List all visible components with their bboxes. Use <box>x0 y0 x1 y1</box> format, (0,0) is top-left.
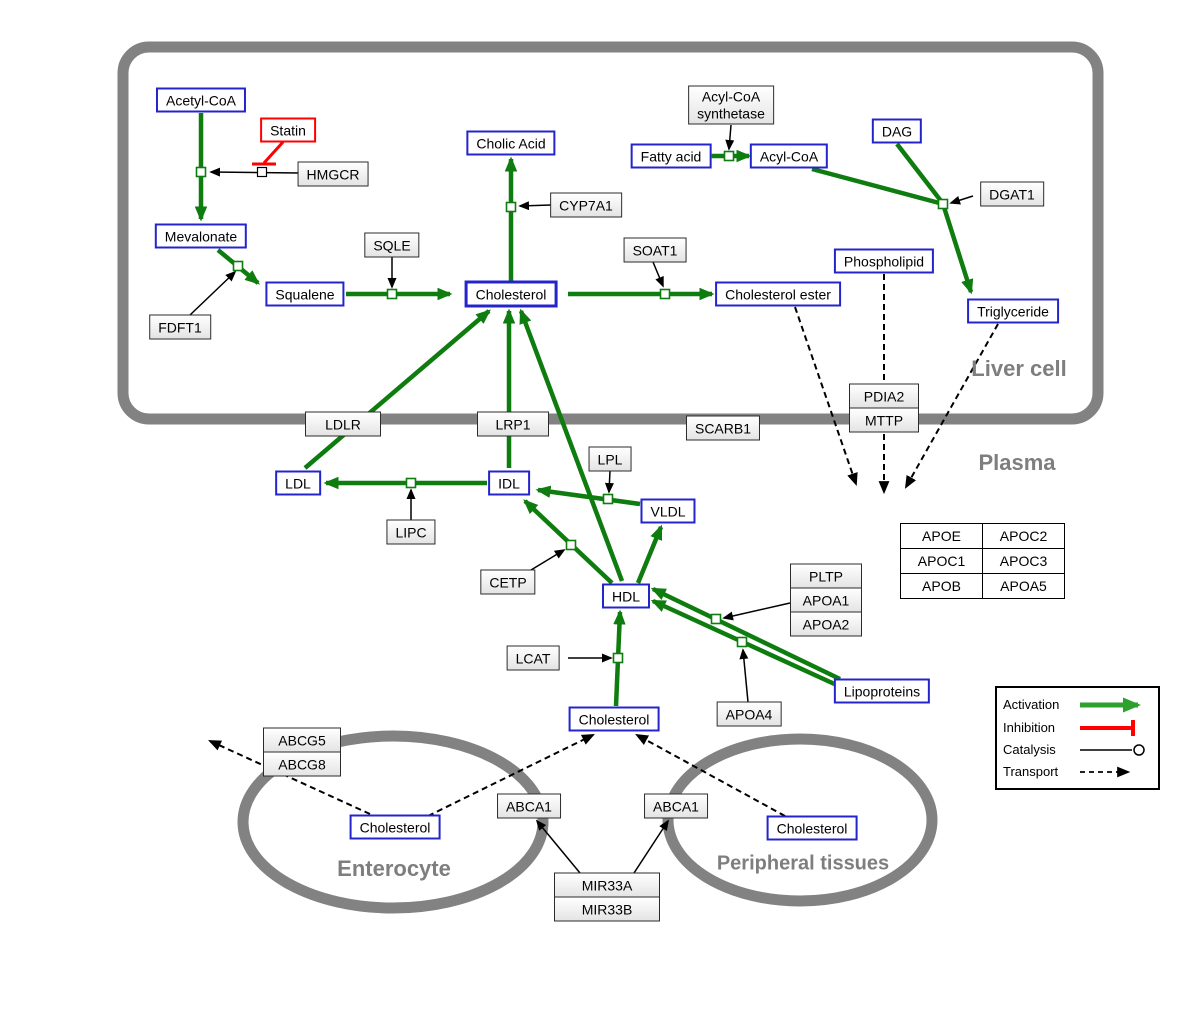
node-abca1-enterocyte[interactable]: ABCA1 <box>497 793 561 819</box>
node-abca1-peripheral[interactable]: ABCA1 <box>644 793 708 819</box>
node-apoc2[interactable]: APOC2 <box>983 524 1065 549</box>
node-cholesterol-liver[interactable]: Cholesterol <box>464 280 558 308</box>
legend-transport-label: Transport <box>1003 764 1059 779</box>
node-lrp1[interactable]: LRP1 <box>477 411 549 437</box>
node-fatty-acid[interactable]: Fatty acid <box>630 143 712 169</box>
apolipoprotein-table: APOE APOC2 APOC1 APOC3 APOB APOA5 <box>900 523 1065 599</box>
cell-outlines <box>117 41 1104 914</box>
node-dgat1[interactable]: DGAT1 <box>980 181 1044 207</box>
node-apoe[interactable]: APOE <box>901 524 983 549</box>
legend-inhibition-label: Inhibition <box>1003 720 1056 735</box>
node-fdft1[interactable]: FDFT1 <box>149 314 211 340</box>
node-apoc3[interactable]: APOC3 <box>983 549 1065 574</box>
node-cholesterol-ester[interactable]: Cholesterol ester <box>715 281 841 307</box>
node-mir33b[interactable]: MIR33B <box>554 896 660 922</box>
legend-catalysis-circle <box>1133 744 1145 756</box>
reaction-anchors <box>195 150 949 664</box>
node-apob[interactable]: APOB <box>901 574 983 599</box>
node-apoa2[interactable]: APOA2 <box>790 611 862 637</box>
inhibition-edge <box>252 140 285 166</box>
transport-edges <box>208 274 999 817</box>
node-hdl[interactable]: HDL <box>601 583 651 609</box>
node-acetyl-coa[interactable]: Acetyl-CoA <box>155 87 247 113</box>
acyl-coa-synthetase-line1: Acyl-CoA <box>701 88 761 105</box>
node-dag[interactable]: DAG <box>871 118 923 144</box>
node-cholesterol-enterocyte[interactable]: Cholesterol <box>349 814 441 840</box>
node-ldlr[interactable]: LDLR <box>305 411 381 437</box>
node-cyp7a1[interactable]: CYP7A1 <box>550 192 622 218</box>
node-soat1[interactable]: SOAT1 <box>623 237 687 263</box>
node-lcat[interactable]: LCAT <box>506 645 560 671</box>
catalysis-edges <box>189 124 974 874</box>
node-scarb1[interactable]: SCARB1 <box>685 415 761 441</box>
node-cetp[interactable]: CETP <box>480 569 536 595</box>
node-apoa1[interactable]: APOA1 <box>790 587 862 613</box>
node-lipc[interactable]: LIPC <box>386 519 436 545</box>
node-mttp[interactable]: MTTP <box>849 407 919 433</box>
node-triglyceride[interactable]: Triglyceride <box>967 298 1059 324</box>
node-cholesterol-plasma[interactable]: Cholesterol <box>568 706 660 732</box>
node-squalene[interactable]: Squalene <box>265 281 345 307</box>
node-acyl-coa[interactable]: Acyl-CoA <box>749 143 829 169</box>
liver-cell-label: Liver cell <box>971 356 1067 381</box>
node-hmgcr[interactable]: HMGCR <box>297 161 369 187</box>
node-cholic-acid[interactable]: Cholic Acid <box>466 130 556 156</box>
node-statin[interactable]: Statin <box>260 117 316 143</box>
node-phospholipid[interactable]: Phospholipid <box>833 248 935 274</box>
node-idl[interactable]: IDL <box>488 470 530 496</box>
node-vldl[interactable]: VLDL <box>640 498 696 524</box>
legend-glyphs <box>995 686 1160 790</box>
node-sqle[interactable]: SQLE <box>364 232 420 258</box>
node-mir33a[interactable]: MIR33A <box>554 872 660 898</box>
node-mevalonate[interactable]: Mevalonate <box>154 223 248 249</box>
node-pltp[interactable]: PLTP <box>790 563 862 589</box>
node-apoc1[interactable]: APOC1 <box>901 549 983 574</box>
node-abcg8[interactable]: ABCG8 <box>263 751 341 777</box>
node-ldl[interactable]: LDL <box>275 470 321 496</box>
node-pdia2[interactable]: PDIA2 <box>849 383 919 409</box>
enterocyte-label: Enterocyte <box>337 856 451 881</box>
liver-cell-outline <box>117 41 1104 425</box>
node-acyl-coa-synthetase[interactable]: Acyl-CoA synthetase <box>688 85 774 125</box>
node-lpl[interactable]: LPL <box>588 446 632 472</box>
plasma-label: Plasma <box>978 450 1056 475</box>
peripheral-tissues-label: Peripheral tissues <box>716 852 890 875</box>
legend-activation-label: Activation <box>1003 697 1060 712</box>
node-apoa5[interactable]: APOA5 <box>983 574 1065 599</box>
node-lipoproteins[interactable]: Lipoproteins <box>833 678 931 704</box>
legend-catalysis-label: Catalysis <box>1003 742 1056 757</box>
acyl-coa-synthetase-line2: synthetase <box>697 105 765 121</box>
node-cholesterol-peripheral[interactable]: Cholesterol <box>766 815 858 841</box>
node-apoa4[interactable]: APOA4 <box>716 701 782 727</box>
node-abcg5[interactable]: ABCG5 <box>263 727 341 753</box>
